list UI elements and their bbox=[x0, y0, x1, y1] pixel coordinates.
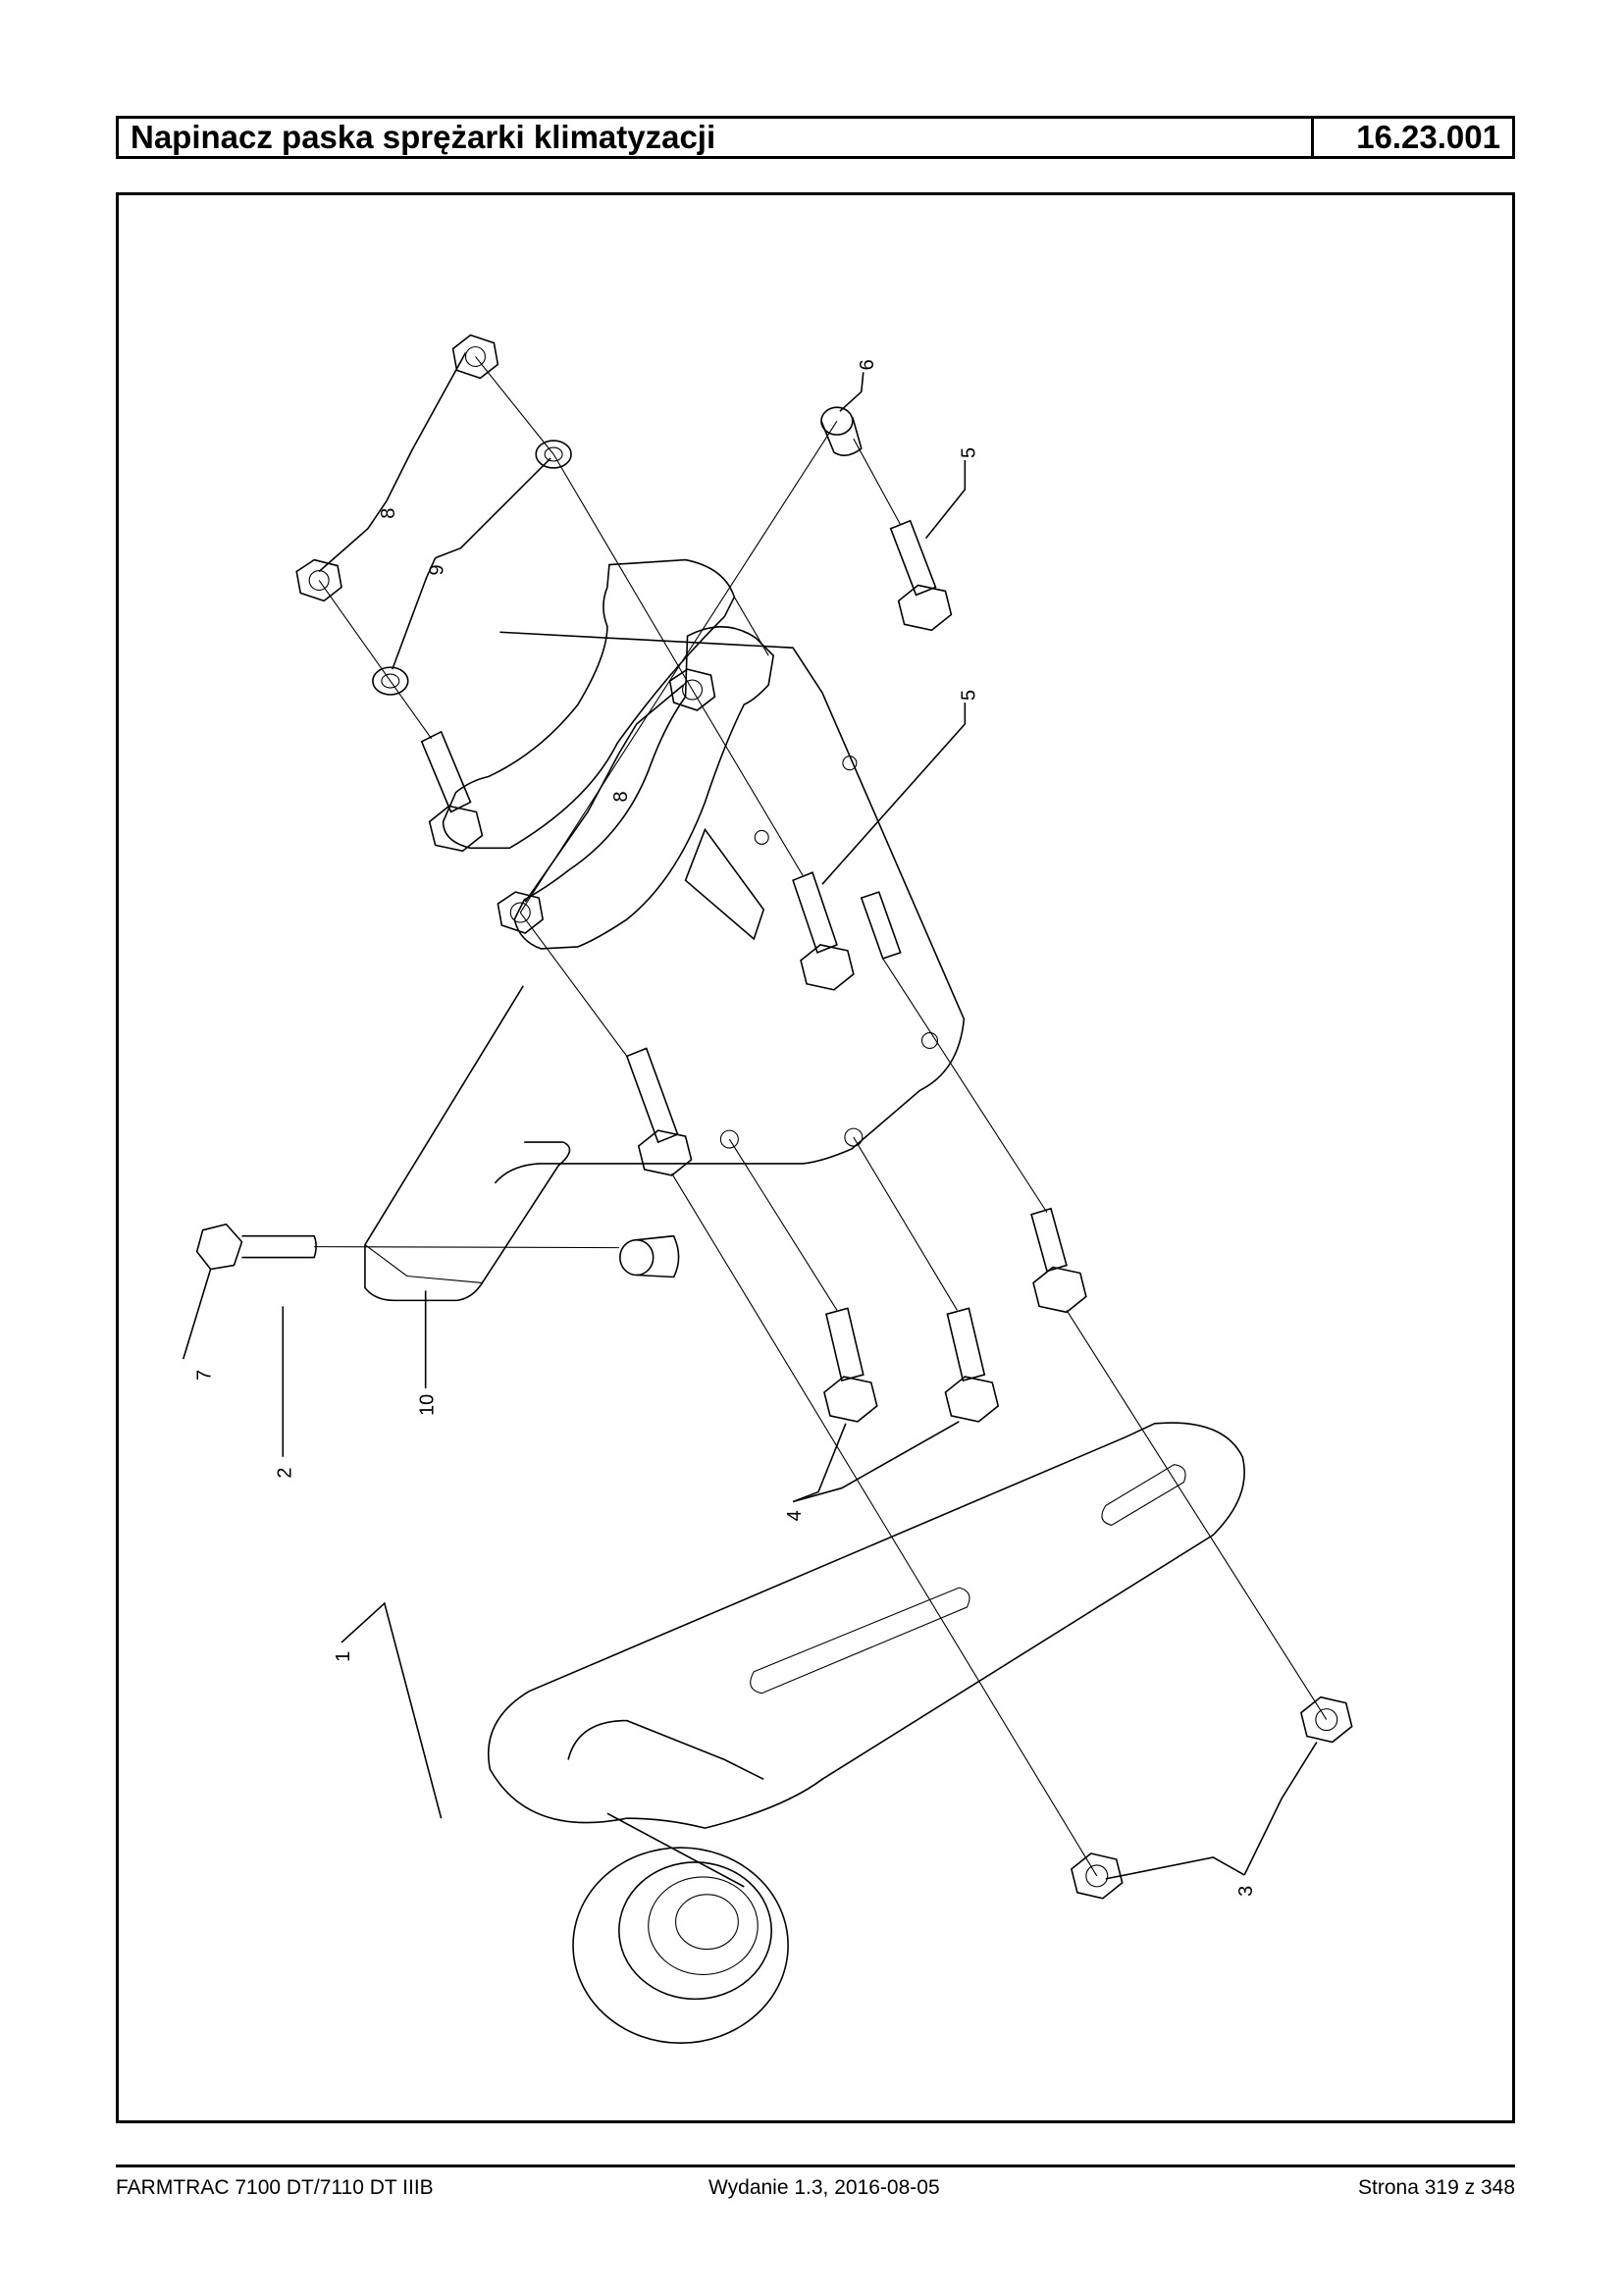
callout-leaders bbox=[182, 352, 1318, 1880]
spacer-part-10 bbox=[619, 1234, 680, 1278]
callout-5-mid: 5 bbox=[958, 690, 979, 701]
callout-9: 9 bbox=[427, 564, 448, 575]
pin-upper bbox=[860, 891, 902, 960]
bolt-clamp-left bbox=[420, 730, 484, 853]
washer-part-9-left bbox=[372, 666, 409, 696]
arm-slot-upper bbox=[1101, 1464, 1186, 1527]
bolt-part-4-right bbox=[944, 1307, 1000, 1423]
bracket-plate bbox=[494, 631, 966, 1184]
assembly-lines bbox=[314, 356, 1328, 1877]
sleeve-part-6 bbox=[820, 406, 863, 457]
callout-8-top: 8 bbox=[378, 508, 399, 519]
page-title: Napinacz paska sprężarki klimatyzacji bbox=[119, 119, 1314, 156]
pulley-wheel bbox=[567, 1719, 789, 2044]
plate-hole bbox=[842, 756, 858, 771]
callout-7: 7 bbox=[194, 1370, 216, 1381]
arm-slot bbox=[364, 1244, 483, 1284]
bolt-upper-center bbox=[625, 1047, 693, 1176]
bolt-part-5-top bbox=[889, 519, 953, 632]
callout-6: 6 bbox=[857, 359, 878, 370]
exploded-parts-drawing: 8 9 6 5 5 8 7 10 2 4 1 3 bbox=[116, 192, 1515, 2123]
section-code: 16.23.001 bbox=[1356, 119, 1500, 155]
nut-part-3-left bbox=[1071, 1852, 1124, 1900]
footer-page-number: Strona 319 z 348 bbox=[1358, 2176, 1515, 2199]
clamp-lower bbox=[513, 626, 775, 950]
clamp-upper bbox=[442, 558, 736, 850]
callout-10: 10 bbox=[417, 1394, 439, 1416]
washer-part-9-top bbox=[535, 440, 572, 469]
callout-1: 1 bbox=[333, 1651, 354, 1662]
callout-4: 4 bbox=[784, 1510, 806, 1521]
nut-part-8-top bbox=[451, 334, 499, 380]
bolt-lower-right bbox=[1030, 1207, 1087, 1314]
callout-3: 3 bbox=[1235, 1886, 1257, 1897]
bolt-part-4-left bbox=[823, 1307, 878, 1423]
arm-slot-lower bbox=[750, 1587, 970, 1695]
clamp-web bbox=[684, 827, 765, 941]
footer-model: FARMTRAC 7100 DT/7110 DT IIIB bbox=[116, 2176, 434, 2199]
page-header: Napinacz paska sprężarki klimatyzacji 16… bbox=[116, 116, 1515, 159]
bolt-part-5-mid bbox=[792, 871, 855, 991]
bolt-part-7 bbox=[195, 1223, 317, 1271]
plate-hole bbox=[844, 1127, 864, 1147]
plate-hole bbox=[754, 829, 769, 845]
plate-hole bbox=[920, 1031, 939, 1050]
arm-part-2 bbox=[364, 985, 571, 1302]
clamp-edge bbox=[733, 597, 769, 656]
page-footer: FARMTRAC 7100 DT/7110 DT IIIB Wydanie 1.… bbox=[116, 2176, 1515, 2206]
callout-2: 2 bbox=[274, 1468, 295, 1479]
nut-part-3-right bbox=[1300, 1695, 1353, 1744]
plate-hole bbox=[719, 1129, 739, 1149]
footer-edition: Wydanie 1.3, 2016-08-05 bbox=[708, 2176, 940, 2199]
nut-part-8-low bbox=[497, 891, 545, 934]
callout-5-top: 5 bbox=[958, 447, 979, 458]
parts-diagram-svg: 8 9 6 5 5 8 7 10 2 4 1 3 bbox=[182, 334, 1353, 2044]
callout-8-mid: 8 bbox=[610, 791, 632, 802]
footer-divider bbox=[116, 2165, 1515, 2167]
pulley-arm-part-1 bbox=[487, 1422, 1245, 1829]
